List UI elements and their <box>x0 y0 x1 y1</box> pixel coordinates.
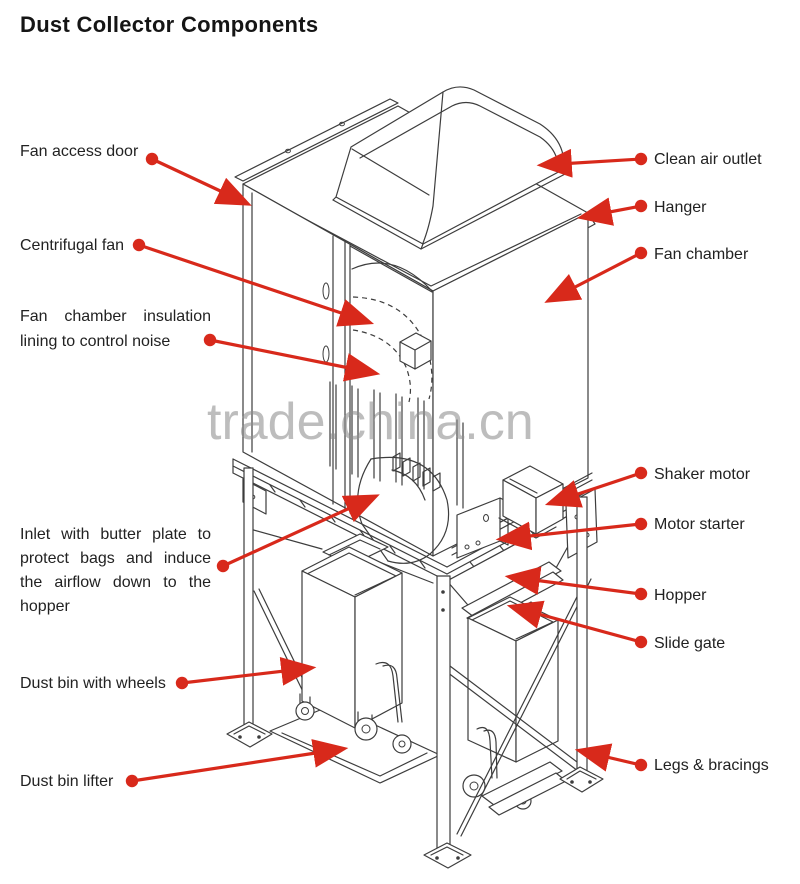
filter-bags <box>329 381 464 509</box>
callout-dust-bin-with-wheels <box>175 657 317 690</box>
label-hopper: Hopper <box>654 587 707 604</box>
legs <box>226 467 604 869</box>
label-inlet-with-butter-plate: Inlet with butter plate to protect bags … <box>20 526 211 615</box>
label-fan-chamber: Fan chamber <box>654 246 749 263</box>
callout-hopper <box>504 566 648 601</box>
lifter-left-handle <box>375 661 412 754</box>
callout-fan-chamber-insulation <box>203 333 381 382</box>
centrifugal-fan-arcs <box>351 262 433 403</box>
label-dust-bin-with-wheels: Dust bin with wheels <box>20 675 166 692</box>
callout-slide-gate <box>506 600 648 649</box>
label-dust-bin-lifter: Dust bin lifter <box>20 773 114 790</box>
label-motor-starter: Motor starter <box>654 516 745 533</box>
callout-clean-air-outlet <box>536 148 648 178</box>
label-shaker-motor: Shaker motor <box>654 466 751 483</box>
label-centrifugal-fan: Centrifugal fan <box>20 237 125 254</box>
lifter-right <box>462 726 567 816</box>
label-fan-access-door: Fan access door <box>20 143 139 160</box>
callout-fan-chamber <box>544 246 648 303</box>
callout-dust-bin-lifter <box>125 739 349 788</box>
label-slide-gate: Slide gate <box>654 635 726 652</box>
callout-inlet-with-butter-plate <box>216 494 380 573</box>
label-clean-air-outlet: Clean air outlet <box>654 151 762 168</box>
callout-motor-starter <box>495 517 648 551</box>
page-title: Dust Collector Components <box>20 12 319 37</box>
dust-bin-left <box>295 546 403 741</box>
callout-centrifugal-fan <box>132 238 375 327</box>
callout-legs-bracings <box>574 743 648 772</box>
label-hanger: Hanger <box>654 199 707 216</box>
label-legs-bracings: Legs & bracings <box>654 757 769 774</box>
label-fan-chamber-insulation: Fan chamber insulation lining to control… <box>20 308 211 350</box>
callout-hanger <box>576 197 648 226</box>
callout-fan-access-door <box>145 152 252 206</box>
callout-shaker-motor <box>544 466 648 508</box>
watermark: trade.china.cn <box>207 393 534 451</box>
callout-arrows <box>125 148 648 788</box>
